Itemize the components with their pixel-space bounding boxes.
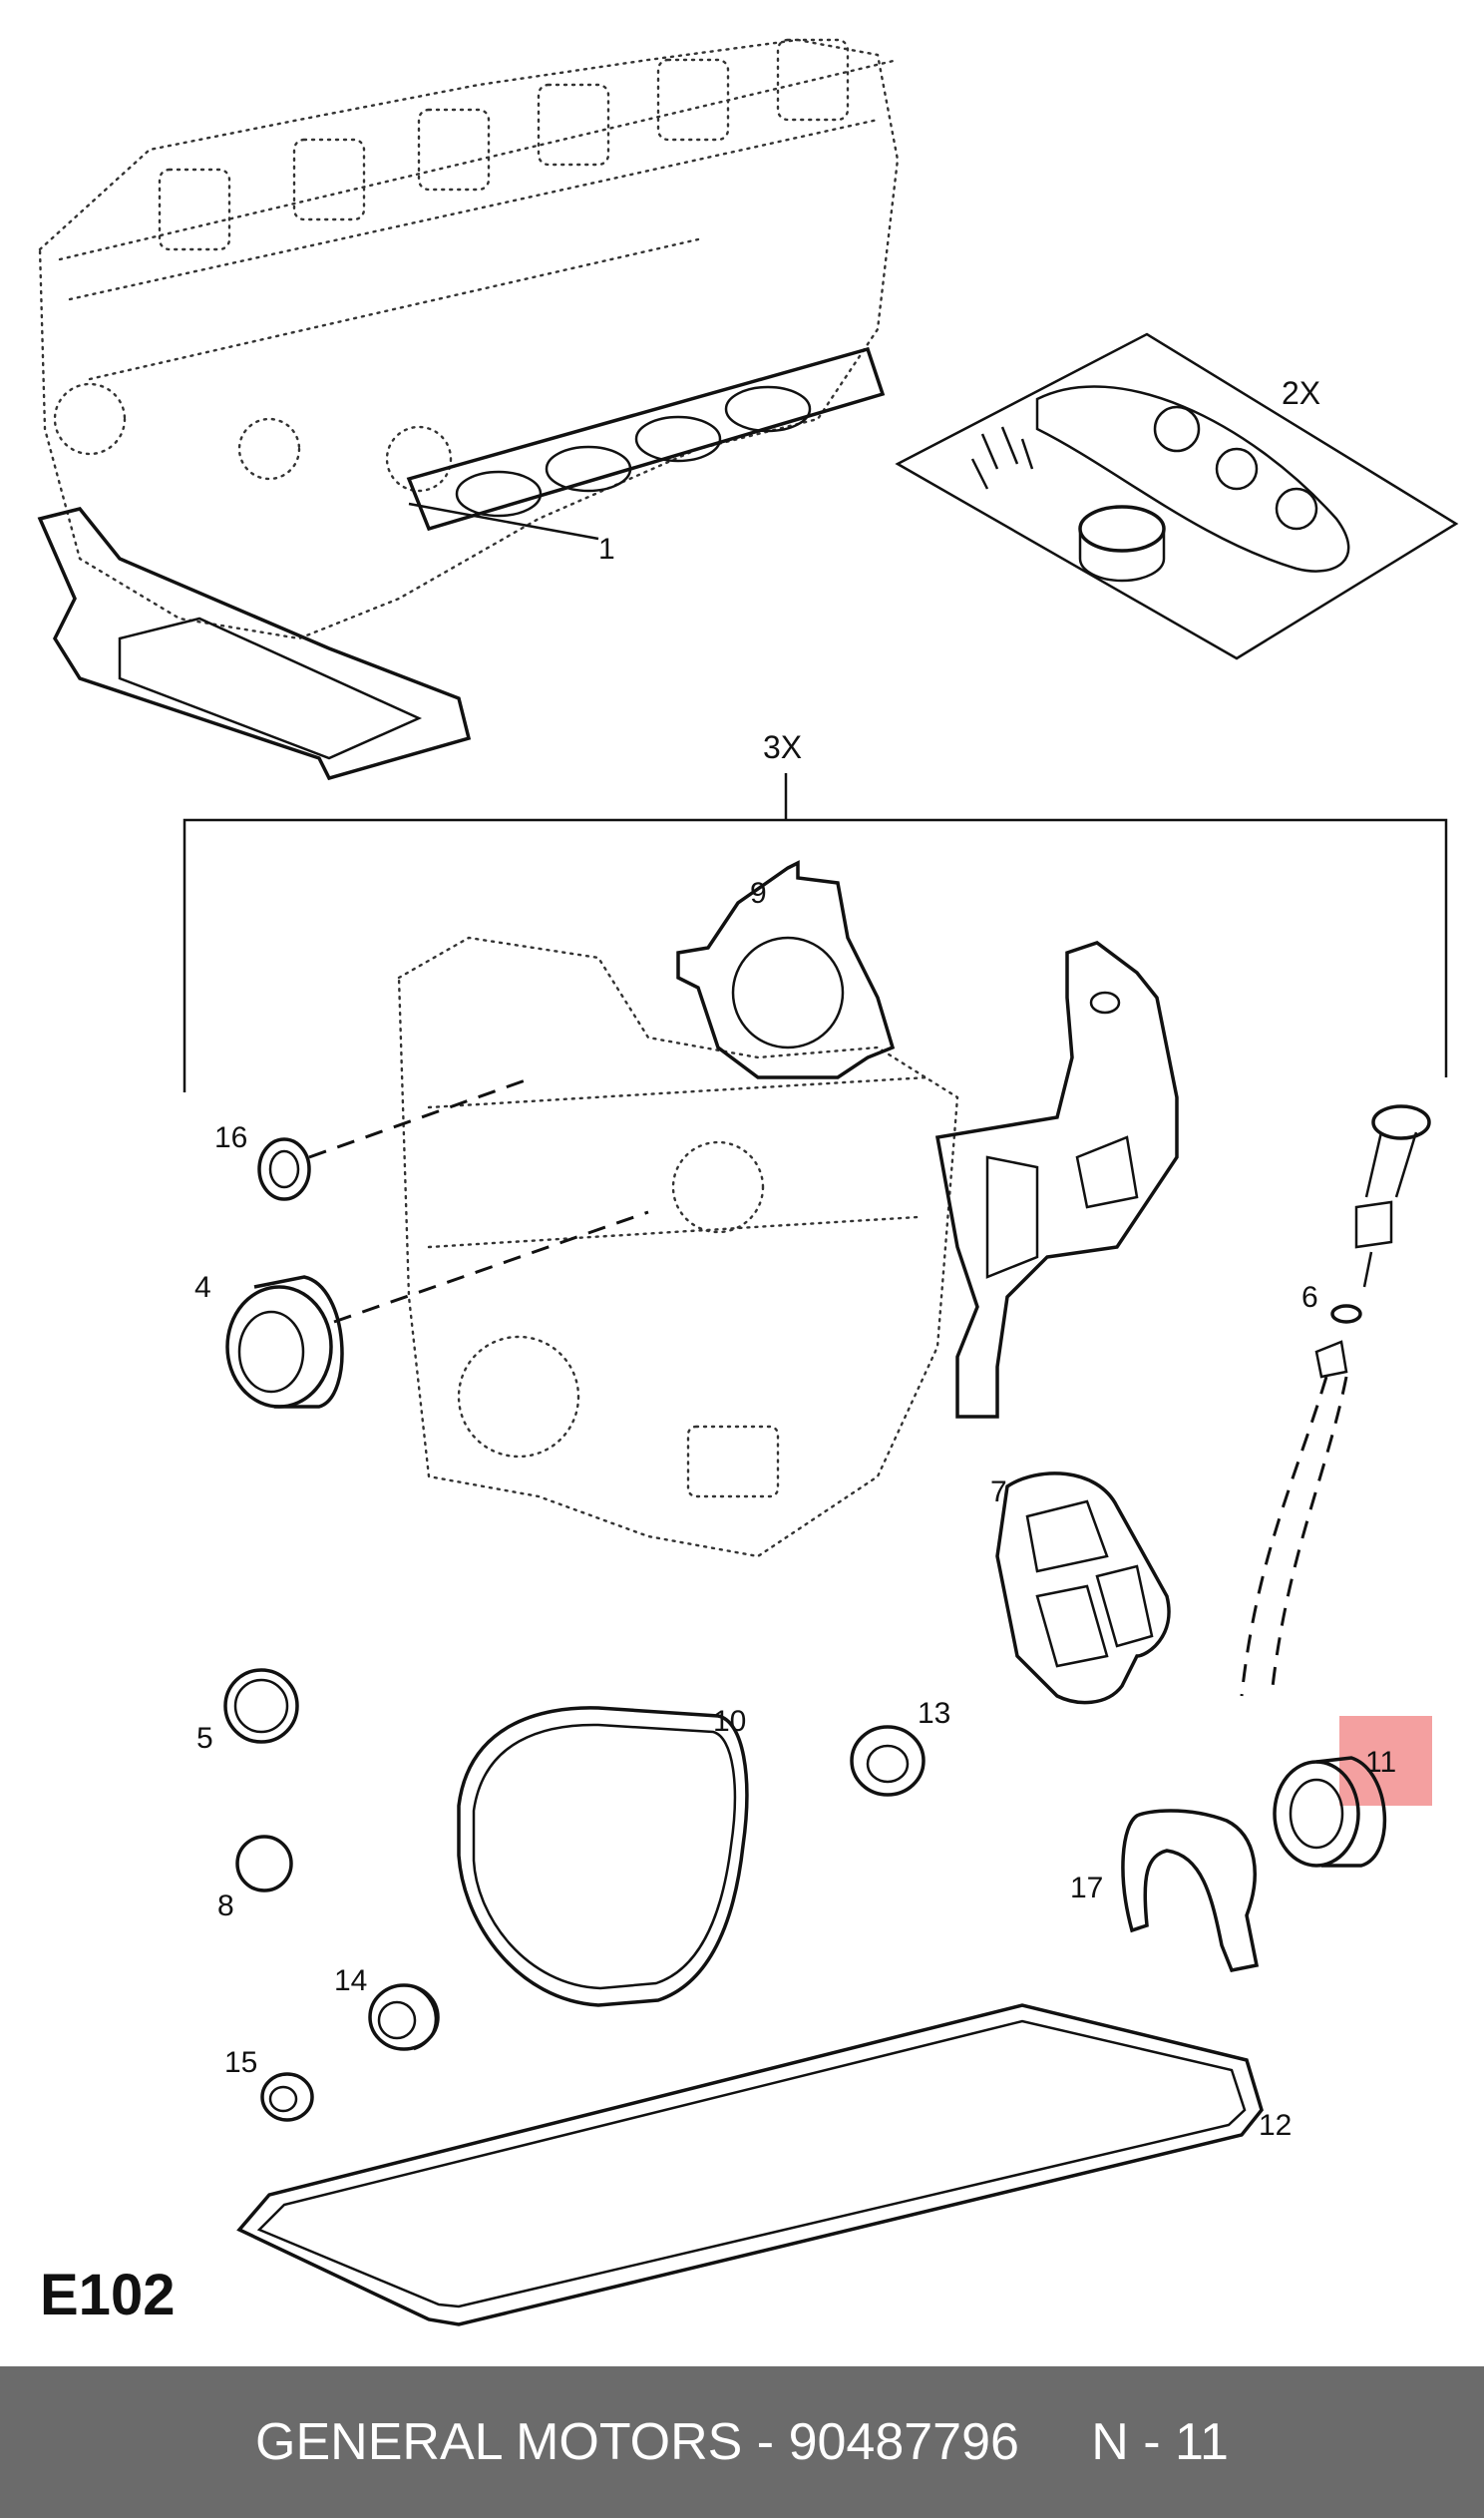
footer-bar: GENERAL MOTORS - 90487796 N - 11 [0,2366,1484,2518]
footer-brand: GENERAL MOTORS [255,2413,743,2471]
front-cover-gasket [934,941,1179,1419]
footer-separator: - [742,2413,789,2471]
footer-part-number: 90487796 [788,2413,1019,2471]
head-gasket [406,346,886,541]
oil-pan-gasket [236,2003,1264,2326]
gasket-set-quantity-bottom: 3X [763,729,802,765]
seal-ring-14 [368,1983,440,2051]
gasket-set-box [895,332,1459,660]
callout-5: 5 [196,1722,213,1755]
callout-11: 11 [1365,1746,1396,1779]
callout-13: 13 [918,1697,950,1730]
seal-ring-15 [260,2072,314,2122]
callout-14: 14 [334,1964,367,1997]
callout-7: 7 [990,1475,1007,1508]
callout-10: 10 [713,1705,746,1738]
rear-main-seal-ring [457,1706,749,2007]
timing-cover-gasket [676,860,896,1079]
o-ring-5 [223,1668,299,1744]
gasket-set-quantity-top: 2X [1282,375,1320,411]
diagram-code: E102 [40,2263,175,2327]
callout-9: 9 [750,877,767,910]
dipstick-tube [1240,1104,1431,1697]
callout-4: 4 [194,1271,211,1304]
cylinder-head-drawing [38,38,900,640]
gasket-set-bracket [183,773,1448,1092]
engine-block-drawing [397,936,959,1558]
o-ring-8 [235,1835,293,1892]
callout-17: 17 [1070,1872,1103,1904]
water-pump-gasket [995,1471,1171,1705]
intake-manifold-gasket [37,507,472,781]
rear-cover-gasket [1121,1809,1260,1973]
callout-12: 12 [1259,2109,1292,2142]
exploded-parts-diagram: 2X 3X [37,38,1459,2327]
rear-crankshaft-seal [1273,1756,1387,1868]
callout-1: 1 [598,533,615,566]
seal-ring-16 [257,1075,535,1201]
footer-position-label: N - 11 [1091,2413,1229,2471]
callout-16: 16 [214,1121,247,1154]
seal-ring-13 [850,1725,926,1797]
footer-gap [1019,2412,1091,2472]
callout-6: 6 [1301,1281,1318,1314]
camshaft-bearing-caps [158,38,850,251]
crankshaft-front-seal [225,1210,649,1409]
callout-15: 15 [224,2046,257,2079]
callout-8: 8 [217,1889,234,1922]
